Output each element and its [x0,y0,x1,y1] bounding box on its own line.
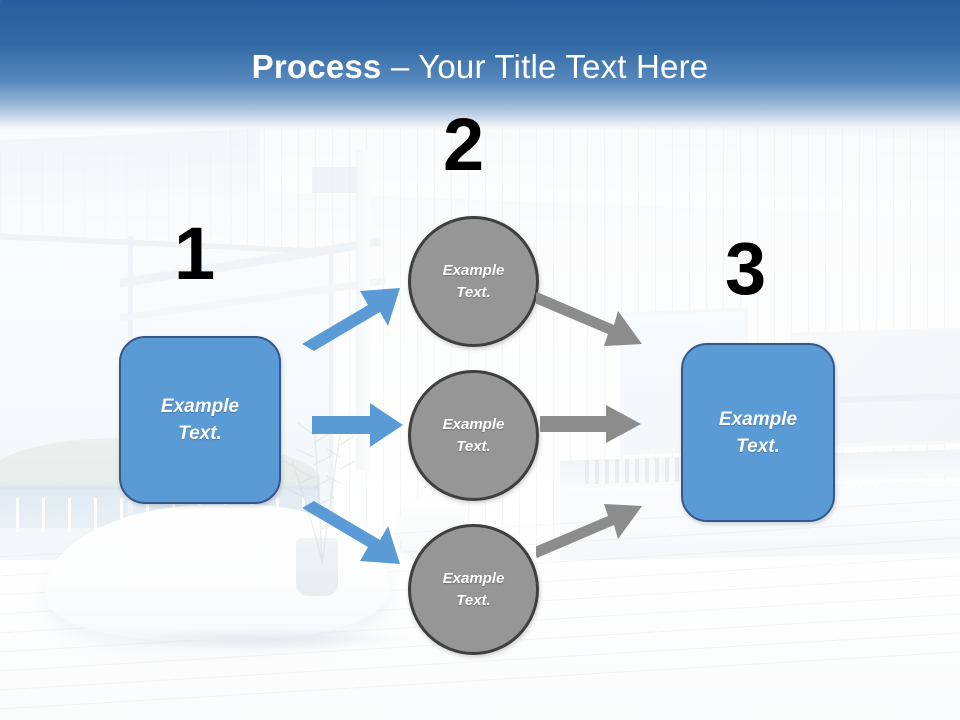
page-title-strong: Process [251,48,382,85]
process-circle-2-line2: Text. [456,437,491,455]
blue-arrow-down-right-icon [300,498,404,579]
process-circle-2[interactable]: Example Text. [408,370,539,501]
process-box-left-line2: Text. [178,423,222,444]
process-circle-3[interactable]: Example Text. [408,524,539,655]
page-title-rest: – Your Title Text Here [381,48,709,85]
process-circle-2-line1: Example [442,415,505,433]
blue-arrow-up-right-svg [302,288,400,351]
process-box-right-line1: Example [718,408,798,430]
process-box-right-label: Example Text. [719,406,797,460]
page-title: Process – Your Title Text Here [0,47,960,87]
blue-arrow-down-right-svg [302,501,400,564]
photo-bathtub-shadow [120,628,410,650]
process-box-left[interactable]: Example Text. [119,336,281,504]
gray-arrow-up-right-icon [532,500,646,567]
process-circle-1-line1: Example [442,261,505,279]
step-number-1: 1 [174,212,215,295]
process-box-right[interactable]: Example Text. [681,343,835,522]
photo-plant-pot [296,538,338,596]
blue-arrow-right-svg [312,403,403,447]
blue-arrow-up-right-icon [300,278,404,359]
gray-arrow-up-right-svg [532,504,642,558]
gray-arrow-right-svg [540,405,641,443]
process-circle-1[interactable]: Example Text. [408,216,539,347]
step-number-3: 3 [725,227,766,310]
process-box-left-label: Example Text. [161,393,239,447]
process-circle-1-line2: Text. [456,283,491,301]
gray-arrow-right-icon [540,404,642,449]
process-circle-3-line2: Text. [456,591,491,609]
process-box-right-line2: Text. [736,435,780,457]
process-circle-1-label: Example Text. [443,260,505,304]
gray-arrow-down-right-svg [532,292,642,346]
step-number-2: 2 [443,103,484,186]
header-texture [0,0,960,130]
process-circle-3-label: Example Text. [443,568,505,612]
process-circle-2-label: Example Text. [443,414,505,458]
gray-arrow-down-right-icon [532,288,646,355]
process-circle-3-line1: Example [442,569,505,587]
photo-vent [312,167,360,193]
header-band [0,0,960,130]
blue-arrow-right-icon [312,402,404,453]
process-box-left-line1: Example [160,396,240,417]
